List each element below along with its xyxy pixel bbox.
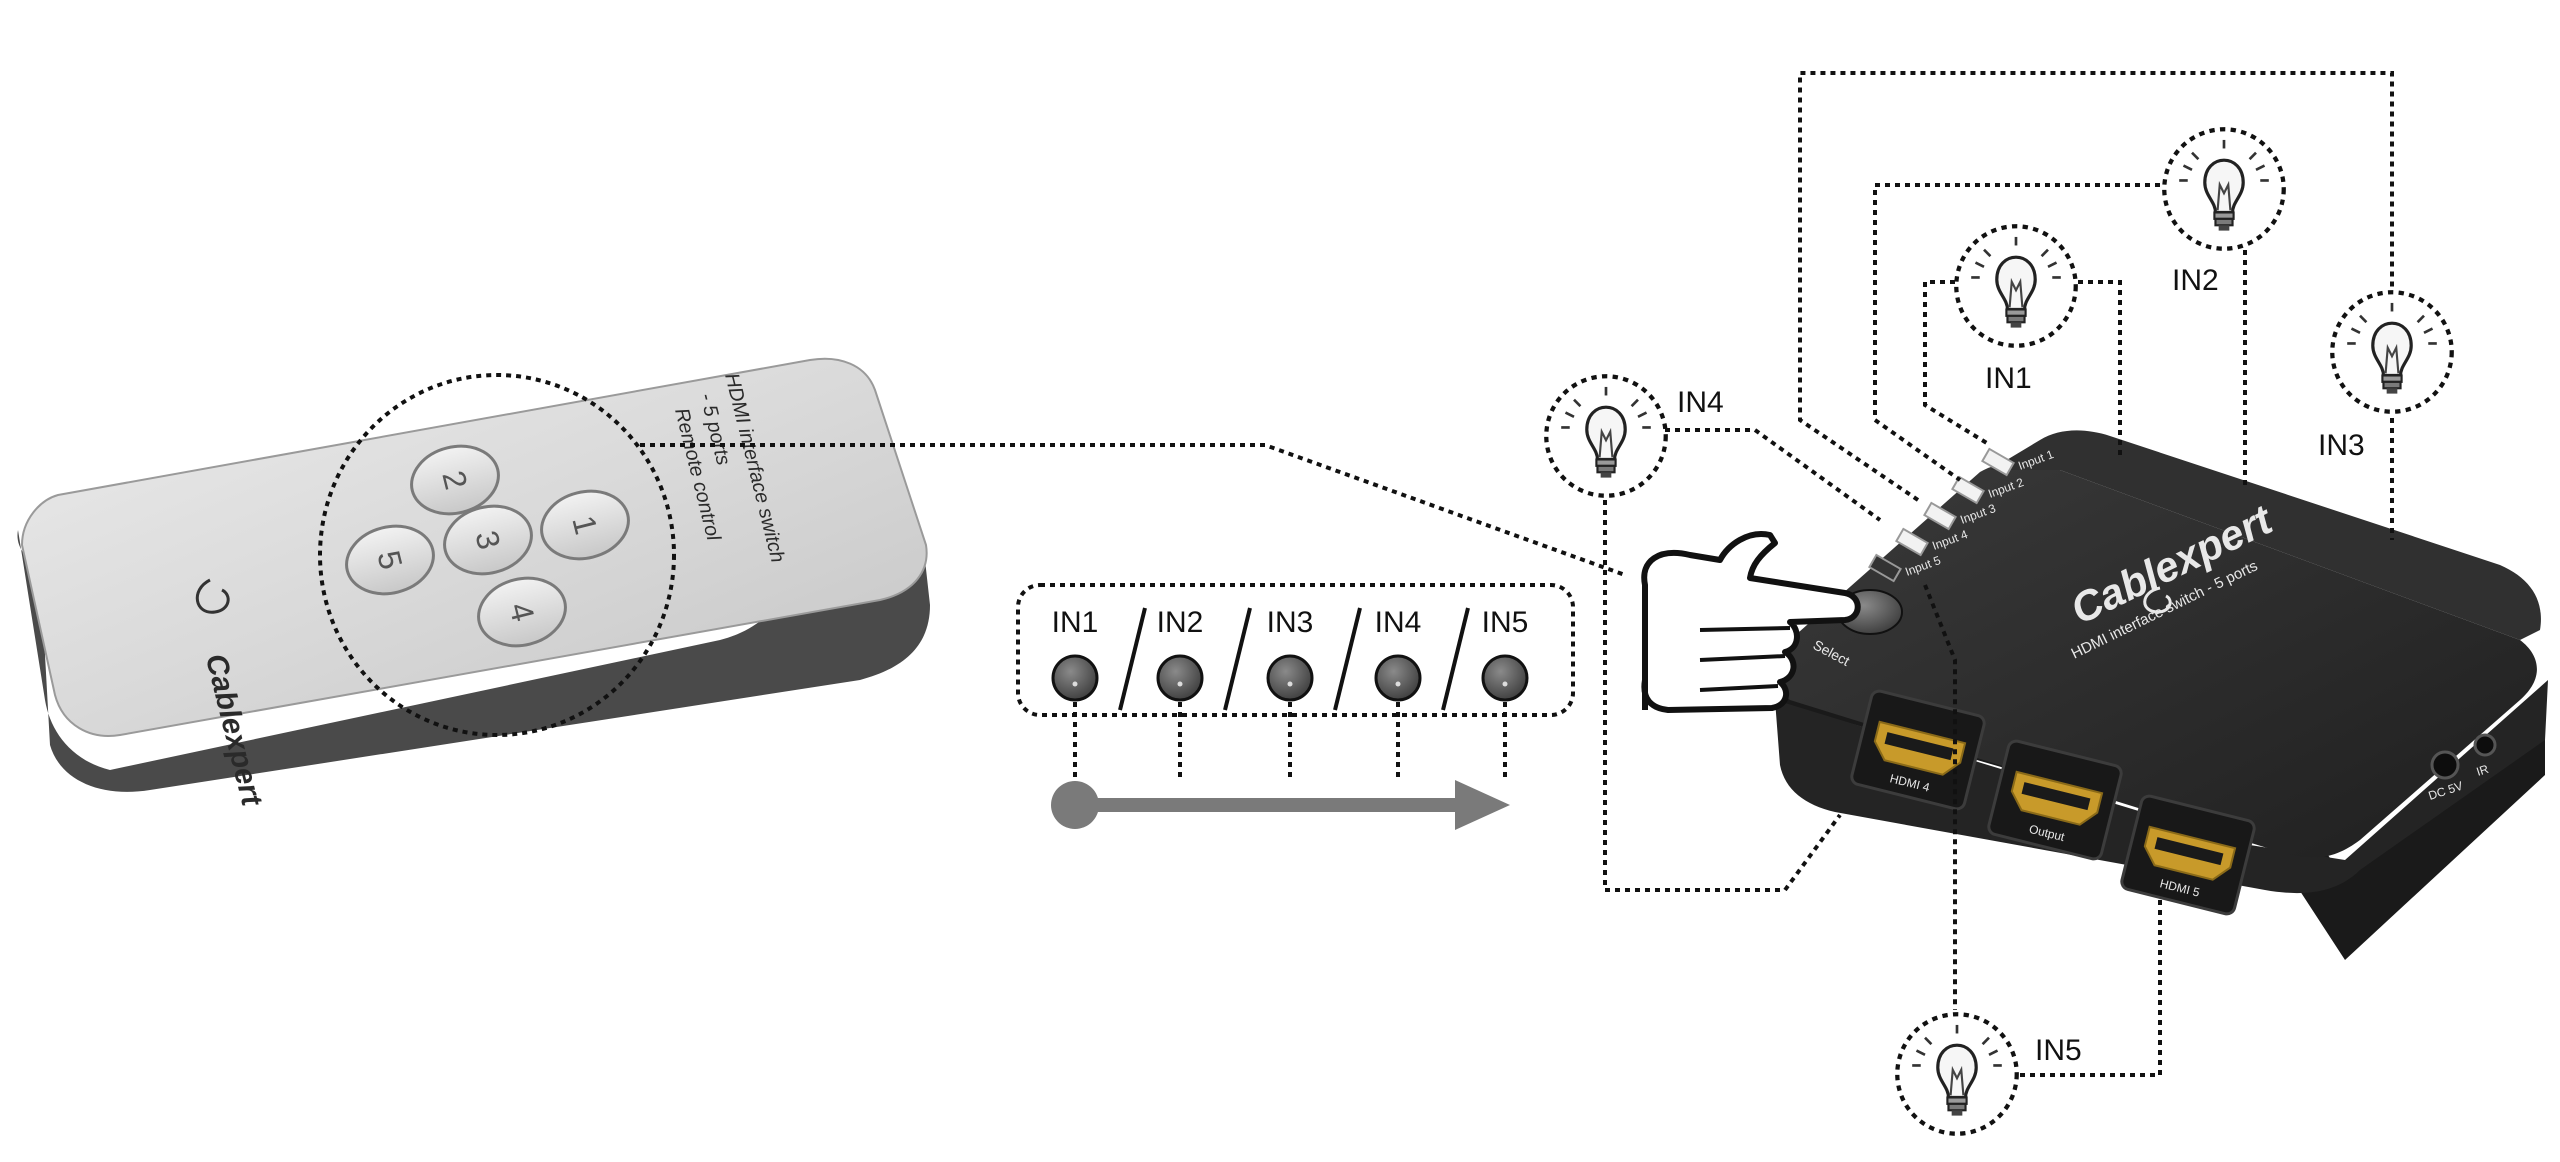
bulb-in3-label: IN3 [2318,429,2365,462]
hdmi-port-1[interactable]: HDMI 4 [1850,689,1986,811]
bulb-in1-icon [1956,226,2075,345]
remote-base [17,530,930,792]
in2-connector [1873,183,2160,482]
in4-connector [1665,428,1882,522]
sequence-box [1016,583,1575,717]
in1-connector-right [2078,280,2122,455]
sequence-dot-5 [1481,654,1529,702]
sequence-separator-2 [1223,607,1252,711]
sequence-dot-4-center [1395,681,1401,687]
remote-control: Cablexpert HDMI interface switch - 5 por… [17,357,930,811]
bulb-in3-icon [2332,292,2451,411]
led-indicator-3 [1923,501,1957,531]
indicator-bulbs: IN4 IN1 IN2 IN3 IN5 [1546,71,2451,1134]
hdmi-port-3[interactable]: HDMI 5 [2120,794,2256,916]
bulb-in1-label: IN1 [1985,362,2032,395]
in3-connector [1798,71,2394,502]
sequence-label-1: IN1 [1052,606,1099,639]
bulb-in2-label: IN2 [2172,264,2219,297]
device-logo-icon [2143,586,2172,614]
device-top-face [1775,462,2537,858]
sequence-arrow-head [1455,780,1510,830]
bulb-in4-label: IN4 [1677,386,1724,419]
sequence-dot-4 [1374,654,1422,702]
sequence-dot-1 [1051,654,1099,702]
in5-led-connector [1923,584,1957,1010]
pointing-hand-icon [1641,531,1861,713]
led-indicator-5 [1868,553,1902,583]
sequence-label-4: IN4 [1375,606,1422,639]
remote-button-3[interactable] [437,497,538,582]
sequence-label-5: IN5 [1482,606,1529,639]
dc-jack[interactable] [2430,750,2460,780]
led-indicator-2 [1951,475,1985,505]
sequence-label-2: IN2 [1157,606,1204,639]
remote-brand-logo-icon [195,578,230,614]
sequence-dot-2 [1156,654,1204,702]
input-sequence-panel: IN1 IN2 IN3 IN4 IN5 [1016,583,1575,830]
sequence-separator-1 [1118,607,1147,711]
hdmi-port-2[interactable]: Output [1987,739,2123,861]
in5-port-connector [2020,895,2162,1077]
in4-port-connector [1603,500,1842,892]
sequence-dot-2-center [1177,681,1183,687]
sequence-dot-3 [1266,654,1314,702]
remote-button-5[interactable] [339,517,440,602]
remote-button-1[interactable] [534,482,635,567]
sequence-dot-1-center [1072,681,1078,687]
bulb-in2-icon [2164,129,2283,248]
remote-button-2[interactable] [404,437,505,522]
remote-highlight-circle [318,373,676,737]
sequence-dot-5-center [1502,681,1508,687]
ir-jack[interactable] [2473,733,2497,757]
sequence-dot-3-center [1287,681,1293,687]
in1-connector-left [1923,280,1992,447]
led-indicator-1 [1981,447,2015,477]
sequence-separator-4 [1441,607,1470,711]
sequence-label-3: IN3 [1267,606,1314,639]
bulb-in5-label: IN5 [2035,1034,2082,1067]
sequence-arrow-start [1051,781,1099,829]
bulb-in4-icon [1546,376,1665,495]
remote-button-4[interactable] [471,569,572,654]
device-top-highlight [1990,430,2541,640]
remote-to-device-line [640,443,1626,577]
led-indicator-4 [1895,527,1929,557]
ir-jack-label: IR [2475,762,2491,779]
bulb-in5-icon [1897,1014,2016,1133]
sequence-separator-3 [1333,607,1362,711]
